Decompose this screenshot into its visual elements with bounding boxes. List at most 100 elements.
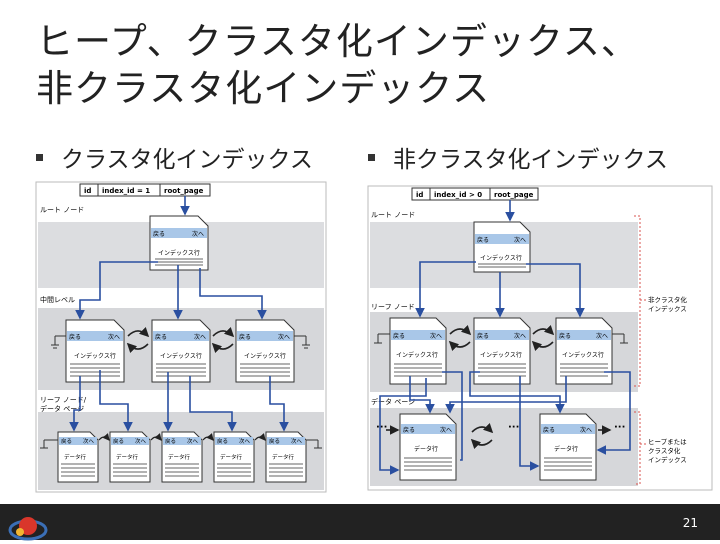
svg-text:···: ··· <box>376 422 387 433</box>
clustered-index-diagram: id index_id = 1 root_page ルート ノード 中間レベル … <box>35 181 327 493</box>
leaf3-prev: 戻る <box>165 437 176 445</box>
left-header-id: id <box>84 187 91 195</box>
right-side-labels: 非クラスタ化 インデックス ヒープまたは クラスタ化 インデックス <box>648 295 687 464</box>
left-header-rootpage: root_page <box>164 187 204 195</box>
leaf-page-1: 戻る 次へ データ行 <box>57 431 99 483</box>
rdata2-data-row: データ行 <box>554 445 578 453</box>
right-label-leaf: リーフ ノード <box>371 303 415 311</box>
rleaf3-index-row: インデックス行 <box>562 351 604 359</box>
int2-index-row: インデックス行 <box>160 352 202 360</box>
left-leaf-pages: 戻る 次へ データ行 戻る 次へ データ行 戻る 次へ データ行 <box>40 431 322 483</box>
right-label-root: ルート ノード <box>371 211 415 219</box>
logo-icon <box>8 517 48 541</box>
leaf3-data-row: データ行 <box>168 453 191 461</box>
right-leaf-pages: 戻る 次へ インデックス行 戻る 次へ インデックス行 戻る 次へ インデックス… <box>374 317 628 385</box>
rdata2-prev: 戻る <box>543 426 555 434</box>
nonclustered-index-diagram: id index_id > 0 root_page ルート ノード リーフ ノー… <box>367 185 713 491</box>
side-label-heap1: ヒープまたは <box>648 438 687 446</box>
rleaf3-prev: 戻る <box>559 332 571 340</box>
page-number: 21 <box>682 516 698 530</box>
leaf1-next: 次へ <box>83 437 95 445</box>
leaf2-prev: 戻る <box>113 437 124 445</box>
intermediate-page-3: 戻る 次へ インデックス行 <box>235 319 295 383</box>
left-pointer-lines <box>69 196 289 432</box>
leaf2-next: 次へ <box>135 437 147 445</box>
int2-prev: 戻る <box>155 333 167 341</box>
rleaf2-next: 次へ <box>514 332 526 340</box>
right-pointer-lines <box>379 200 631 475</box>
left-label-leaf2: データ ページ <box>40 404 84 413</box>
left-intermediate-pages: 戻る 次へ インデックス行 戻る 次へ インデックス行 戻る 次へ インデックス… <box>51 319 310 383</box>
right-data-page-1: 戻る 次へ データ行 <box>399 413 457 481</box>
slide-footer: 21 <box>0 504 720 541</box>
leaf5-data-row: データ行 <box>272 453 295 461</box>
right-leaf-page-1: 戻る 次へ インデックス行 <box>389 317 447 385</box>
root-next: 次へ <box>192 230 204 238</box>
right-root-next: 次へ <box>514 236 526 244</box>
title-line-2: 非クラスタ化インデックス <box>36 67 491 110</box>
left-header-indexid: index_id = 1 <box>102 187 150 195</box>
right-data-page-2: 戻る 次へ データ行 <box>539 413 597 481</box>
right-side-brackets <box>634 215 646 485</box>
right-header-rootpage: root_page <box>494 191 534 199</box>
left-label-leaf: リーフ ノード/ <box>40 396 87 404</box>
root-index-row: インデックス行 <box>158 249 200 257</box>
leaf2-data-row: データ行 <box>116 453 139 461</box>
int1-next: 次へ <box>108 333 120 341</box>
right-header-indexid: index_id > 0 <box>434 191 482 199</box>
int1-prev: 戻る <box>69 333 81 341</box>
rleaf3-next: 次へ <box>596 332 608 340</box>
right-root-page: 戻る 次へ インデックス行 <box>473 221 531 273</box>
root-prev: 戻る <box>153 230 165 238</box>
bullet-clustered-text: クラスタ化インデックス <box>61 147 313 173</box>
intermediate-page-2: 戻る 次へ インデックス行 <box>151 319 211 383</box>
int3-prev: 戻る <box>239 333 251 341</box>
left-label-root: ルート ノード <box>40 206 84 214</box>
side-label-heap2: クラスタ化 <box>648 446 681 455</box>
bullet-square-icon <box>36 154 43 161</box>
rdata1-next: 次へ <box>440 426 452 434</box>
bullet-nonclustered: 非クラスタ化インデックス <box>368 140 668 174</box>
right-data-pages: 戻る 次へ データ行 戻る 次へ データ行 ··· ··· ··· <box>376 413 625 481</box>
leaf-page-3: 戻る 次へ データ行 <box>161 431 203 483</box>
leaf4-next: 次へ <box>239 437 251 445</box>
rleaf2-index-row: インデックス行 <box>480 351 522 359</box>
rleaf2-prev: 戻る <box>477 332 489 340</box>
bullet-nonclustered-text: 非クラスタ化インデックス <box>393 147 668 173</box>
rdata1-data-row: データ行 <box>414 445 438 453</box>
leaf4-prev: 戻る <box>217 437 228 445</box>
left-header-table: id index_id = 1 root_page <box>79 183 211 197</box>
int3-next: 次へ <box>278 333 290 341</box>
svg-text:···: ··· <box>508 422 519 433</box>
right-leaf-page-3: 戻る 次へ インデックス行 <box>555 317 613 385</box>
rleaf1-prev: 戻る <box>393 332 405 340</box>
rleaf1-next: 次へ <box>430 332 442 340</box>
rdata2-next: 次へ <box>580 426 592 434</box>
bullet-square-icon <box>368 154 375 161</box>
side-label-heap3: インデックス <box>648 455 687 464</box>
leaf5-next: 次へ <box>291 437 303 445</box>
right-header-id: id <box>416 191 423 199</box>
right-header-table: id index_id > 0 root_page <box>411 187 539 201</box>
right-root-prev: 戻る <box>477 236 489 244</box>
right-label-data: データ ページ <box>371 397 415 406</box>
int2-next: 次へ <box>194 333 206 341</box>
leaf5-prev: 戻る <box>269 437 280 445</box>
svg-text:···: ··· <box>614 422 625 433</box>
leaf-page-2: 戻る 次へ データ行 <box>109 431 151 483</box>
left-root-page: 戻る 次へ インデックス行 <box>149 215 209 271</box>
right-root-index-row: インデックス行 <box>480 254 522 262</box>
title-line-1: ヒープ、クラスタ化インデックス、 <box>36 20 639 63</box>
int1-index-row: インデックス行 <box>74 352 116 360</box>
leaf4-data-row: データ行 <box>220 453 243 461</box>
right-leaf-page-2: 戻る 次へ インデックス行 <box>473 317 531 385</box>
leaf-page-4: 戻る 次へ データ行 <box>213 431 255 483</box>
leaf-page-5: 戻る 次へ データ行 <box>265 431 307 483</box>
rdata1-prev: 戻る <box>403 426 415 434</box>
bullet-clustered: クラスタ化インデックス <box>36 140 313 174</box>
side-label-nc1: 非クラスタ化 <box>648 295 687 304</box>
int3-index-row: インデックス行 <box>244 352 286 360</box>
slide-title: ヒープ、クラスタ化インデックス、 非クラスタ化インデックス <box>36 18 639 112</box>
leaf1-data-row: データ行 <box>64 453 87 461</box>
